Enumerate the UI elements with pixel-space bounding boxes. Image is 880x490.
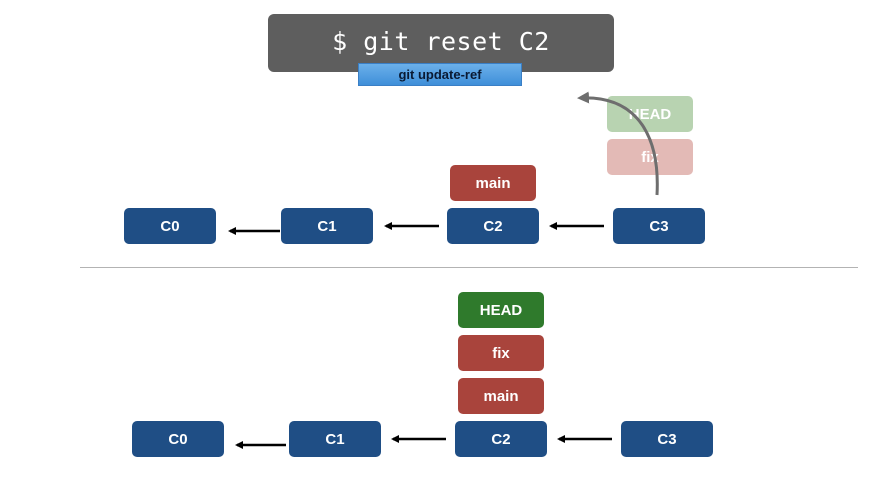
commit-c1-before: C1 bbox=[281, 208, 373, 244]
commit-c1-after: C1 bbox=[289, 421, 381, 457]
commit-c3-before: C3 bbox=[613, 208, 705, 244]
commit-c2-after: C2 bbox=[455, 421, 547, 457]
fix-branch-label-after: fix bbox=[458, 335, 544, 371]
main-branch-label-before: main bbox=[450, 165, 536, 201]
ghost-fix-branch-label: fix bbox=[607, 139, 693, 175]
head-label-after: HEAD bbox=[458, 292, 544, 328]
command-banner: $ git reset C2 bbox=[268, 14, 614, 72]
commit-c2-before: C2 bbox=[447, 208, 539, 244]
commit-c3-after: C3 bbox=[621, 421, 713, 457]
commit-c0-before: C0 bbox=[124, 208, 216, 244]
commit-c0-after: C0 bbox=[132, 421, 224, 457]
ghost-head-label: HEAD bbox=[607, 96, 693, 132]
reset-arrow bbox=[577, 91, 659, 196]
section-divider bbox=[80, 267, 858, 268]
main-branch-label-after: main bbox=[458, 378, 544, 414]
subcommand-label: git update-ref bbox=[358, 63, 522, 86]
